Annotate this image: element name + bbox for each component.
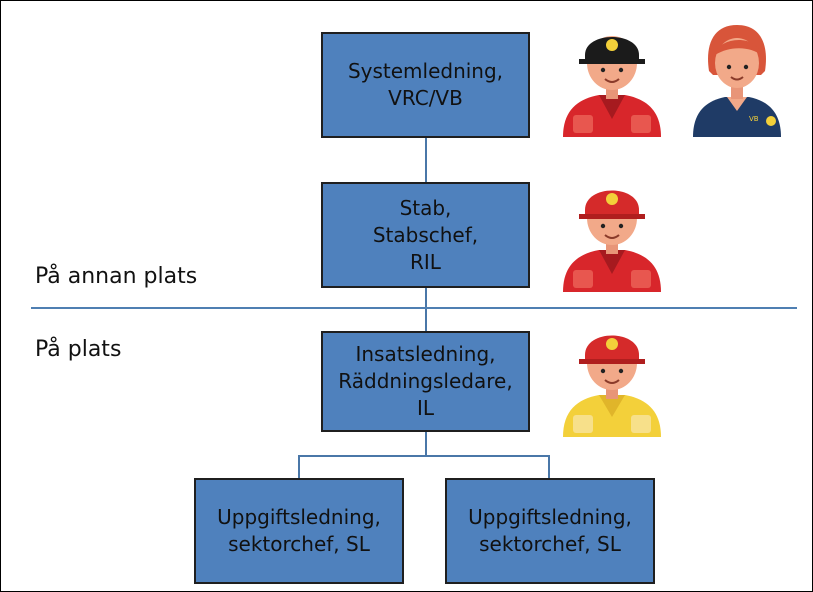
node-stab-line-1: Stab, bbox=[399, 195, 452, 220]
connector-stab-insats bbox=[425, 287, 427, 333]
node-uppgift-left-line-1: Uppgiftsledning, bbox=[217, 505, 381, 529]
node-uppgiftsledning-right: Uppgiftsledning, sektorchef, SL bbox=[445, 478, 655, 584]
node-stab-line-3: RIL bbox=[410, 249, 441, 274]
region-label-onsite: På plats bbox=[35, 337, 122, 362]
commander-black-helmet-icon bbox=[563, 36, 661, 137]
connector-branch-left bbox=[298, 455, 300, 479]
duty-officer-icon: VB bbox=[693, 25, 781, 137]
node-insatsledning-line-1: Insatsledning, bbox=[355, 342, 496, 366]
node-insatsledning-line-2: Räddningsledare, bbox=[338, 369, 513, 393]
incident-commander-icon bbox=[563, 335, 661, 437]
node-uppgift-left-line-2: sektorchef, SL bbox=[228, 532, 370, 556]
node-insatsledning-line-3: IL bbox=[416, 396, 435, 420]
node-stab: Stab, Stabschef, RIL bbox=[321, 182, 530, 288]
node-uppgiftsledning-left: Uppgiftsledning, sektorchef, SL bbox=[194, 478, 404, 584]
node-systemledning-line-1: Systemledning, bbox=[347, 59, 504, 83]
connector-horizontal-branch bbox=[298, 455, 550, 457]
node-stab-line-2: Stabschef, bbox=[372, 222, 479, 247]
node-systemledning: Systemledning, VRC/VB bbox=[321, 32, 530, 138]
vb-badge-text: VB bbox=[749, 115, 759, 123]
node-systemledning-line-2: VRC/VB bbox=[388, 86, 463, 110]
location-divider-line bbox=[31, 307, 797, 309]
connector-system-stab bbox=[425, 137, 427, 183]
connector-branch-right bbox=[548, 455, 550, 479]
connector-insats-branch bbox=[425, 431, 427, 456]
staff-chief-icon bbox=[563, 190, 661, 292]
node-uppgift-right-line-1: Uppgiftsledning, bbox=[468, 505, 632, 529]
node-insatsledning: Insatsledning, Räddningsledare, IL bbox=[321, 331, 530, 432]
node-uppgift-right-line-2: sektorchef, SL bbox=[479, 532, 621, 556]
region-label-remote: På annan plats bbox=[35, 264, 198, 289]
